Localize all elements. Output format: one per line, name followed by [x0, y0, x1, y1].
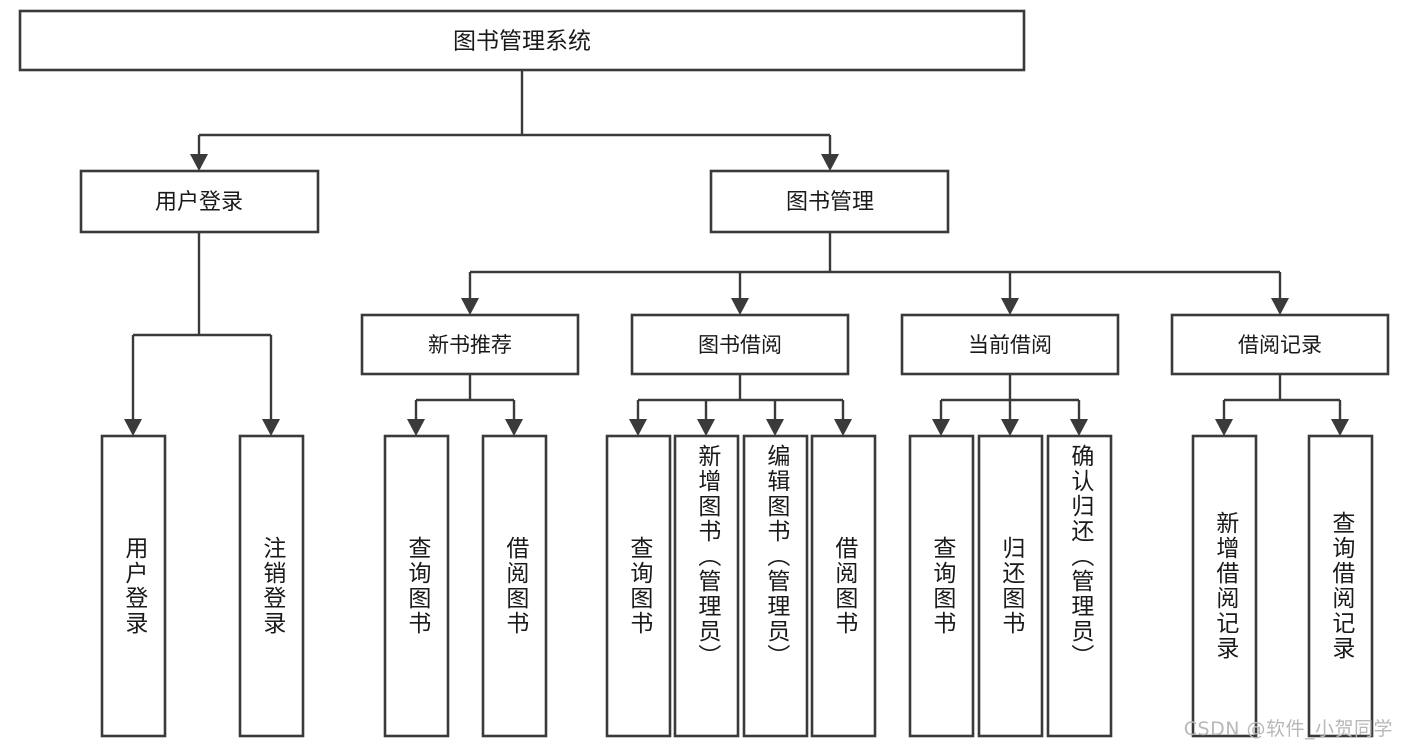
- leaf-box-add-record[interactable]: [1191, 434, 1258, 738]
- arrow-to-book-borrow: [731, 298, 749, 315]
- leaf-box-query-record[interactable]: [1307, 434, 1374, 738]
- leaf-box-user-login[interactable]: [100, 434, 167, 738]
- node-current-borrow-label: 当前借阅: [968, 333, 1052, 357]
- arrow-to-leaf-query-book-1: [407, 419, 425, 436]
- arrow-to-leaf-borrow-book-2: [834, 419, 852, 436]
- arrow-to-leaf-query-book-2: [629, 419, 647, 436]
- leaf-box-borrow-book-2[interactable]: [810, 434, 877, 738]
- node-current-borrow-box[interactable]: [900, 313, 1120, 376]
- leaf-box-logout[interactable]: [238, 434, 305, 738]
- node-new-book-label: 新书推荐: [428, 333, 512, 357]
- leaf-box-query-book-2[interactable]: [605, 434, 672, 738]
- arrow-to-leaf-add-record: [1215, 419, 1233, 436]
- arrow-to-leaf-query-book-3: [932, 419, 950, 436]
- arrow-to-leaf-edit-book: [766, 419, 784, 436]
- arrow-to-leaf-logout: [262, 419, 280, 436]
- arrow-to-leaf-confirm-return: [1070, 419, 1088, 436]
- node-new-book-box[interactable]: [360, 313, 580, 376]
- arrow-to-leaf-query-record: [1331, 419, 1349, 436]
- leaf-box-confirm-return[interactable]: [1046, 434, 1113, 738]
- node-root-box[interactable]: [18, 9, 1026, 72]
- leaf-box-query-book-1[interactable]: [383, 434, 450, 738]
- node-book-borrow-box[interactable]: [630, 313, 850, 376]
- arrow-to-leaf-return-book: [1001, 419, 1019, 436]
- leaf-box-query-book-3[interactable]: [908, 434, 975, 738]
- arrow-to-book-manage: [821, 154, 839, 171]
- arrow-to-leaf-user-login: [124, 419, 142, 436]
- leaf-box-edit-book[interactable]: [742, 434, 809, 738]
- arrow-to-current-borrow: [1001, 298, 1019, 315]
- arrow-to-new-book: [461, 298, 479, 315]
- arrow-to-user-login: [190, 154, 208, 171]
- node-book-borrow-label: 图书借阅: [698, 333, 782, 357]
- arrow-to-leaf-add-book: [697, 419, 715, 436]
- arrow-to-borrow-record: [1271, 298, 1289, 315]
- node-book-manage-label: 图书管理: [786, 190, 874, 215]
- csdn-watermark: CSDN @软件_小贺同学: [1183, 718, 1393, 740]
- node-book-manage-box[interactable]: [709, 169, 950, 234]
- arrow-to-leaf-borrow-book-1: [505, 419, 523, 436]
- node-user-login-label: 用户登录: [155, 190, 243, 215]
- leaf-box-add-book[interactable]: [673, 434, 740, 738]
- leaf-box-return-book[interactable]: [977, 434, 1044, 738]
- leaf-box-borrow-book-1[interactable]: [481, 434, 548, 738]
- node-root-label: 图书管理系统: [453, 29, 591, 55]
- node-borrow-record-box[interactable]: [1170, 313, 1390, 376]
- node-borrow-record-label: 借阅记录: [1238, 333, 1322, 357]
